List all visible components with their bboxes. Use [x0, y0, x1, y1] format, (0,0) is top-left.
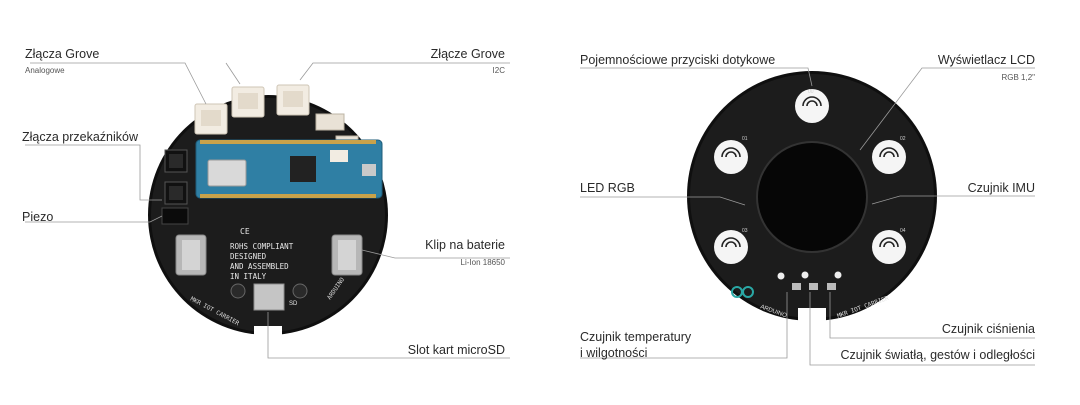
callout-temp-line1: Czujnik temperatury	[580, 330, 692, 344]
left-board-button-2	[292, 283, 308, 299]
touch-pad-label: 01	[742, 136, 748, 142]
board-print-ce: CE	[240, 227, 250, 236]
callout-light: Czujnik światłą, gestów i odległości	[840, 348, 1035, 362]
touch-pad-lower-left	[714, 230, 748, 264]
leader-grove-analog	[30, 62, 207, 105]
piezo-element	[161, 207, 189, 225]
callout-led: LED RGB	[580, 181, 635, 195]
callout-battery-clip-sub: Li-Ion 18650	[460, 258, 505, 267]
leader-lcd	[859, 67, 1035, 151]
left-board-button-1	[230, 283, 246, 299]
callout-lcd: Wyświetlacz LCD	[937, 53, 1035, 67]
microsd-slot	[253, 283, 285, 311]
grove-i2c-connector	[276, 84, 310, 116]
touch-pad-label: 03	[742, 228, 748, 234]
callout-grove-analog: Złącza Grove	[25, 47, 100, 61]
touch-pad-label: 04	[900, 228, 906, 234]
touch-pad-labels: 00 01 02 03 04	[742, 89, 906, 234]
leader-pressure	[829, 292, 1035, 339]
light-gesture-sensor	[809, 283, 818, 290]
temp-humidity-sensor	[792, 283, 801, 290]
callout-battery-clip: Klip na baterie	[425, 238, 505, 252]
callout-lcd-sub: RGB 1,2"	[1001, 73, 1035, 82]
leader-relays	[25, 144, 162, 201]
touch-pad-top	[795, 89, 829, 123]
left-board: CE ROHS COMPLIANT DESIGNED AND ASSEMBLED…	[148, 84, 388, 338]
touch-pad-lower-right	[872, 230, 906, 264]
callout-microsd: Slot kart microSD	[407, 343, 505, 357]
grove-analog-connector-2	[231, 86, 265, 118]
callout-temp-line2: i wilgotności	[580, 346, 648, 360]
board-print-compliance: ROHS COMPLIANT	[230, 242, 294, 251]
arduino-logo	[731, 286, 754, 298]
callout-grove-i2c: Złącze Grove	[430, 47, 505, 61]
touch-pad-upper-right	[872, 140, 906, 174]
mkr-module	[195, 139, 383, 199]
leader-imu	[871, 195, 1035, 205]
board-print-sd: SD	[289, 301, 298, 307]
leader-battery	[361, 249, 510, 259]
leader-grove-i2c	[299, 62, 510, 81]
leader-light	[809, 292, 1035, 366]
right-leader-lines	[580, 67, 1035, 366]
leader-grove-analog-2	[225, 62, 241, 85]
right-board-notch	[798, 308, 826, 322]
callout-piezo: Piezo	[22, 210, 54, 224]
battery-clip-right	[331, 234, 363, 276]
callout-imu: Czujnik IMU	[967, 181, 1035, 195]
gauge-icon	[834, 271, 842, 279]
sun-icon	[801, 271, 809, 279]
pressure-sensor	[827, 283, 836, 290]
battery-clip-left	[175, 234, 207, 276]
touch-pad-label: 00	[808, 89, 814, 95]
callout-grove-analog-sub: Analogowe	[25, 66, 65, 75]
left-leader-lines	[25, 62, 510, 359]
drop-icon	[777, 272, 785, 280]
lcd-display	[756, 141, 868, 253]
touch-pad-upper-left	[714, 140, 748, 174]
left-small-header	[315, 113, 345, 131]
callout-relays: Złącza przekaźników	[22, 130, 139, 144]
board-print-designed-2: AND ASSEMBLED	[230, 262, 289, 271]
leader-touch-buttons	[580, 67, 813, 87]
leader-led	[580, 196, 746, 206]
callout-grove-i2c-sub: I2C	[492, 66, 505, 75]
board-print-designed-3: IN ITALY	[230, 272, 267, 281]
touch-pad-label: 02	[900, 136, 906, 142]
leader-microsd	[267, 312, 510, 359]
callout-pressure: Czujnik ciśnienia	[941, 322, 1035, 336]
relay-connectors	[164, 149, 188, 205]
board-print-designed-1: DESIGNED	[230, 252, 267, 261]
leader-temperature	[580, 292, 788, 359]
grove-analog-connector-1	[194, 103, 228, 135]
callout-touch-buttons: Pojemnościowe przyciski dotykowe	[580, 53, 776, 67]
leader-piezo	[25, 215, 163, 223]
